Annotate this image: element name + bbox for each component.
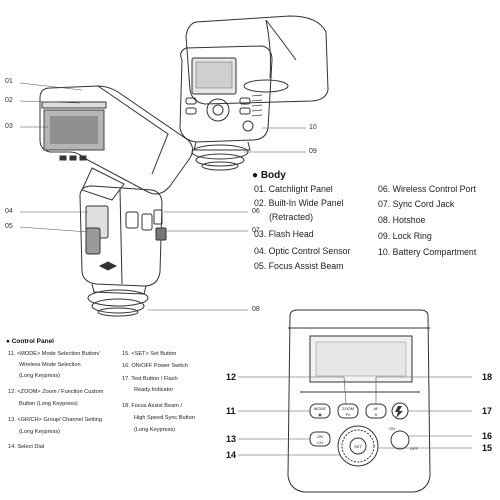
flash-front-view — [39, 85, 194, 317]
mode-button-text-top: MODE — [314, 406, 326, 411]
body-item: (Retracted) — [269, 212, 313, 222]
callout-03: 03 — [5, 123, 13, 130]
control-item: 17. Test Button / Flash — [122, 376, 178, 382]
body-item: 07. Sync Cord Jack — [378, 199, 455, 209]
af-button-text-bottom: S — [375, 412, 378, 417]
control-item: 18. Focus Assist Beam / — [122, 403, 183, 409]
control-item: 12. <ZOOM> Zoom / Function Custom — [8, 389, 104, 395]
mode-button-text-bottom: ◉ — [318, 412, 322, 417]
control-item: 13. <GR/CH> Group/ Channel Setting — [8, 417, 102, 423]
body-item: 06. Wireless Control Port — [378, 184, 476, 194]
set-button-text: SET — [354, 444, 362, 449]
callout-18: 18 — [482, 372, 493, 382]
control-panel-title: ● Control Panel — [6, 338, 54, 345]
callout-06: 06 — [252, 208, 260, 215]
control-item: (Long Keypress) — [19, 373, 61, 379]
callout-17: 17 — [482, 406, 493, 416]
control-item: Wireless Mode Selection — [19, 362, 81, 368]
callout-07: 07 — [252, 227, 260, 234]
control-item: Button (Long Keypress) — [19, 401, 78, 407]
flash-control-panel — [287, 309, 431, 493]
body-item: 09. Lock Ring — [378, 231, 432, 241]
callout-11: 11 — [226, 406, 236, 416]
callout-13: 13 — [226, 434, 237, 444]
callout-12: 12 — [226, 372, 237, 382]
control-item: 11. <MODE> Mode Selection Button/ — [8, 351, 100, 357]
callout-02: 02 — [5, 97, 13, 104]
flash-bolt-icon — [395, 406, 403, 418]
callout-10: 10 — [309, 124, 317, 131]
control-item: 15. <SET> Set Button — [122, 351, 177, 357]
callout-09: 09 — [309, 148, 317, 155]
gr-button-text-top: GR — [317, 434, 323, 439]
power-on-text: ON — [389, 426, 395, 431]
body-item: 01. Catchlight Panel — [254, 184, 333, 194]
zoom-button-text-top: ZOOM — [342, 406, 354, 411]
callout-04: 04 — [5, 208, 13, 215]
callout-08: 08 — [252, 306, 260, 313]
body-item: 04. Optic Control Sensor — [254, 246, 351, 256]
flash-back-view — [179, 15, 329, 171]
body-item: 05. Focus Assist Beam — [254, 261, 344, 271]
power-off-text: OFF — [410, 446, 419, 451]
callout-05: 05 — [5, 223, 13, 230]
body-item: 08. Hotshoe — [378, 215, 426, 225]
body-item: 03. Flash Head — [254, 229, 314, 239]
gr-button-text-bottom: CH — [317, 440, 323, 445]
control-item: High Speed Sync Button — [134, 415, 195, 421]
callout-16: 16 — [482, 431, 493, 441]
body-item: 02. Built-In Wide Panel — [254, 198, 344, 208]
control-item: 14. Select Dial — [8, 444, 45, 450]
control-item: (Long Keypress) — [19, 429, 61, 435]
control-item: Ready Indicator — [134, 387, 174, 393]
body-item: 10. Battery Compartment — [378, 247, 477, 257]
af-button-text-top: AF — [373, 406, 379, 411]
callout-14: 14 — [226, 450, 237, 460]
control-item: (Long Keypress) — [134, 427, 176, 433]
callout-15: 15 — [482, 443, 493, 453]
callout-01: 01 — [5, 78, 13, 85]
body-section-title: ● Body — [252, 170, 286, 181]
zoom-button-text-bottom: Fn — [346, 412, 351, 417]
control-item: 16. ON/OFF Power Switch — [122, 363, 188, 369]
